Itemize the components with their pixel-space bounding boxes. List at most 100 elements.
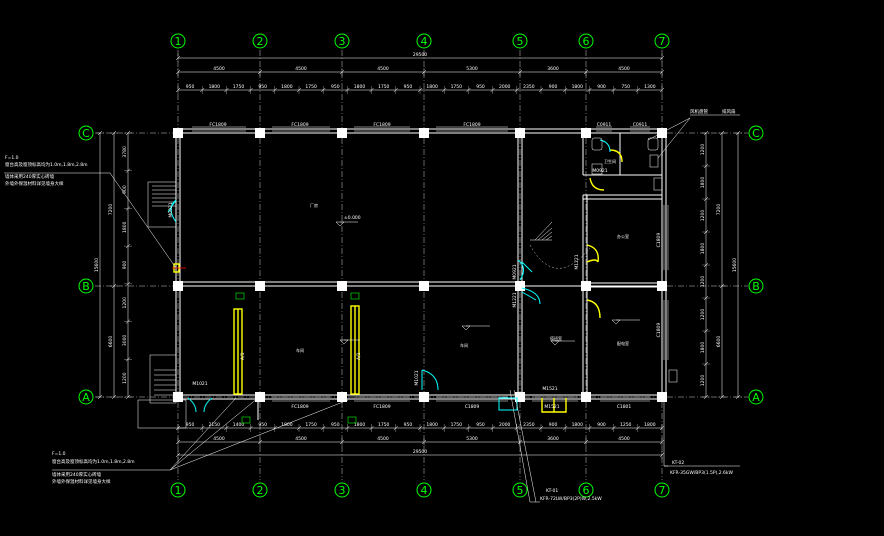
window-tag-top: FC1809 — [463, 122, 480, 128]
axis-bubble-left-circle — [78, 278, 94, 294]
door-bottom-left — [187, 397, 213, 413]
note-bottom-right-line: KFR-35GW/BP3(1.5P),2.6kW — [670, 470, 734, 476]
dim-bottom-bays-text: 4500 — [618, 436, 630, 442]
dim-bottom-details-text: 2000 — [499, 422, 511, 428]
axis-bubble-bottom-circle — [170, 482, 186, 498]
column — [515, 128, 525, 138]
dim-top-details-text: 1800 — [354, 84, 366, 90]
dim-bottom-details-text: 950 — [186, 422, 195, 428]
dim-left-details-text: 1200 — [122, 297, 128, 309]
dim-top-details-text: 1750 — [451, 84, 463, 90]
dimension-lines — [96, 54, 742, 459]
column — [337, 128, 347, 138]
axis-bubble-top-label: 7 — [659, 35, 666, 48]
dim-top-bays-text: 5300 — [466, 66, 478, 72]
room-label: 配电室 — [617, 340, 629, 346]
dim-top-details-text: 950 — [404, 84, 413, 90]
dim-bottom-details-text: 950 — [331, 422, 340, 428]
column — [657, 281, 667, 291]
room-label: 卫生间 — [604, 158, 616, 164]
dim-bottom-details-text: 1800 — [572, 422, 584, 428]
dim-right-details-text: 1200 — [700, 375, 706, 387]
window-tag-bottom: C1801 — [617, 404, 632, 410]
axis-bubble-right-label: B — [752, 280, 760, 293]
dim-left-overall-text: 15600 — [94, 258, 100, 272]
level-marks — [335, 221, 640, 346]
axis-bubble-top-circle — [252, 33, 268, 49]
axis-bubble-top-circle — [578, 33, 594, 49]
axis-bubble-bottom-label: 4 — [421, 484, 428, 497]
column-tag-2: A/1 — [240, 352, 246, 360]
dim-bottom-details-text: 950 — [404, 422, 413, 428]
yellow-door-office — [586, 244, 599, 263]
axis-bubble-top-label: 4 — [421, 35, 428, 48]
dim-left-details-text: 900 — [122, 185, 128, 194]
green-tag-box — [347, 416, 357, 424]
dim-bottom-bays-text: 3600 — [547, 436, 559, 442]
note-bottom-left-line: 墙体采用240厚实心砖墙 — [52, 471, 102, 478]
dim-left-details-text: 3780 — [122, 146, 128, 158]
dim-bottom-details-text: 950 — [476, 422, 485, 428]
dim-bottom-details-text: 1750 — [451, 422, 463, 428]
dim-bottom-details-text: 900 — [549, 422, 558, 428]
dim-top-details-text: 900 — [597, 84, 606, 90]
column — [515, 281, 525, 291]
axis-bubble-top-label: 6 — [583, 35, 590, 48]
column — [657, 128, 667, 138]
dim-top-bays-text: 3600 — [547, 66, 559, 72]
axis-bubble-top-circle — [512, 33, 528, 49]
door-corridor — [421, 369, 439, 391]
column — [173, 392, 183, 402]
dim-top-details-text: 950 — [476, 84, 485, 90]
column — [581, 128, 591, 138]
dim-right-details-text: 1200 — [700, 309, 706, 321]
dim-right-overall-text: 15600 — [732, 258, 738, 272]
green-tag-box — [241, 416, 251, 424]
dim-bottom-details-text: 1750 — [378, 422, 390, 428]
dim-top-details-text: 2000 — [499, 84, 511, 90]
window-tag-top: FC1809 — [291, 122, 308, 128]
dim-top-details-text: 1750 — [233, 84, 245, 90]
dim-top-details-text: 1300 — [644, 84, 656, 90]
yellow-frames — [173, 149, 623, 413]
dim-right-details-text: 1800 — [700, 177, 706, 189]
window-tag-bottom: FC1809 — [373, 404, 390, 410]
axis-bubble-left-circle — [78, 125, 94, 141]
note-bottom-mid-title: KT-01 — [546, 488, 558, 494]
door-toilet-cyan — [599, 139, 611, 153]
dim-bottom-details-text: 1750 — [305, 422, 317, 428]
dim-top-details-text: 1800 — [426, 84, 438, 90]
door-tag: M1221 — [512, 292, 518, 307]
note-top-right-sub: 排风扇 — [722, 108, 736, 115]
column — [337, 392, 347, 402]
dim-bottom-details-text: 2350 — [523, 422, 535, 428]
columns — [173, 128, 667, 402]
axis-bubble-left-label: B — [82, 280, 90, 293]
dim-top-details-text: 1800 — [572, 84, 584, 90]
window-tag-top: FC1809 — [209, 122, 226, 128]
axis-bubble-right-label: A — [752, 391, 760, 404]
room-label: 车间 — [460, 342, 468, 348]
dim-bottom-details-text: 1800 — [281, 422, 293, 428]
dim-right-details-text: 1200 — [700, 210, 706, 222]
note-left-top-line: 墙体采用240厚实心砖墙 — [5, 173, 55, 180]
door-tag: M0921 — [168, 202, 174, 217]
dim-left-bays-text: 6600 — [108, 336, 114, 348]
note-top-right: 风机盘管 — [690, 108, 708, 115]
circulation-arc — [529, 244, 591, 269]
axis-bubble-right-label: C — [752, 127, 760, 140]
column — [419, 392, 429, 402]
window-tag-bottom: FC1809 — [291, 404, 308, 410]
dim-top-details-text: 1750 — [305, 84, 317, 90]
axis-bubble-bottom-circle — [512, 482, 528, 498]
dim-right-bays-text: 7200 — [716, 204, 722, 216]
dim-bottom-details-text: 2150 — [209, 422, 221, 428]
column — [581, 392, 591, 402]
yellow-door-toilet2 — [589, 177, 605, 191]
room-label: 厂房 — [310, 202, 318, 208]
axis-bubble-right-circle — [748, 125, 764, 141]
dim-top-bays-text: 4500 — [618, 66, 630, 72]
dim-top-details-text: 950 — [258, 84, 267, 90]
